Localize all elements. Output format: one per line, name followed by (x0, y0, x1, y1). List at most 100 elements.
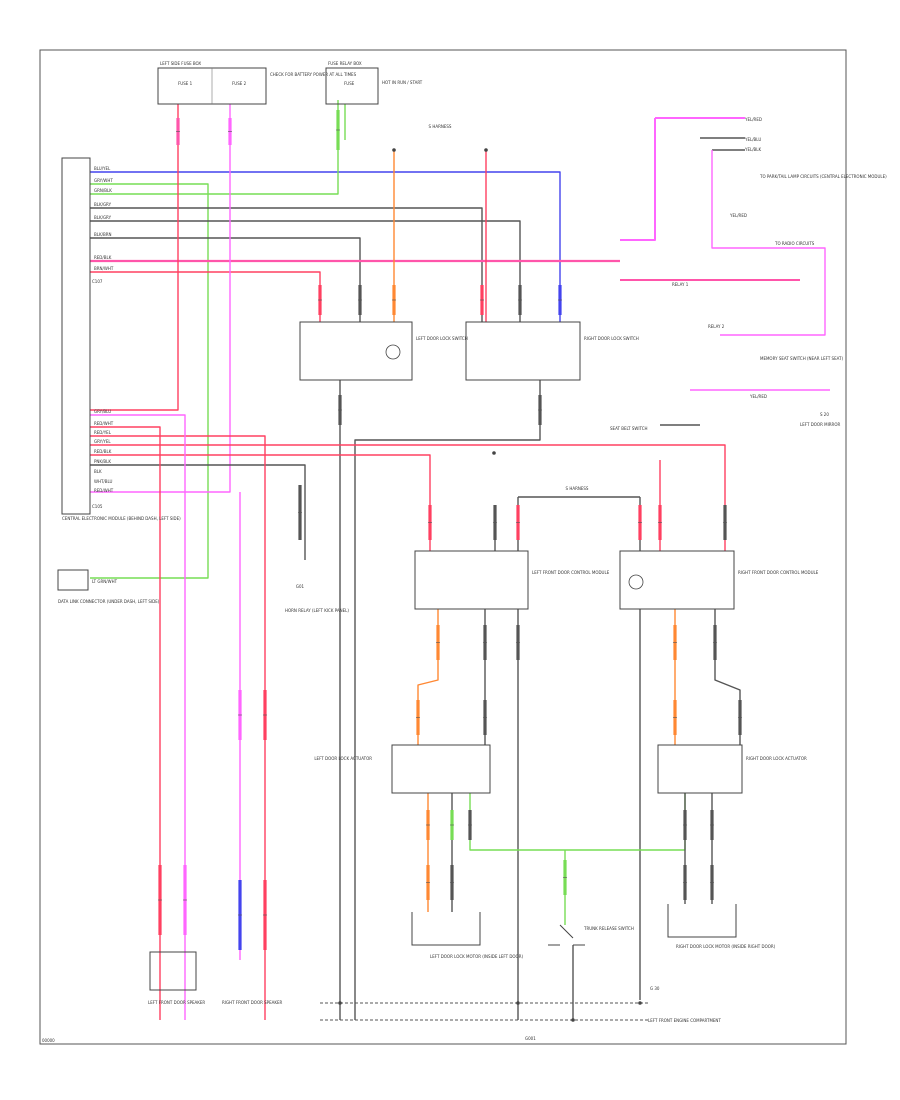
central-module (61, 157, 91, 515)
right-top-wire-1: YEL/RED (744, 117, 762, 122)
right-lower-wire: YEL/RED (749, 394, 767, 399)
right-top-note: TO PARK/TAIL LAMP CIRCUITS (CENTRAL ELEC… (759, 174, 887, 179)
module-bottom-wire-label: RED/BLK (94, 449, 112, 454)
right-top-wire-3: YEL/BLK (744, 147, 762, 152)
wire-brn-wht (90, 271, 321, 322)
module-bottom-wire-label: RED/WHT (94, 488, 114, 493)
right-top-wire-2: YEL/BLU (744, 137, 761, 142)
splice-label-top: S HARNESS (429, 124, 452, 129)
wire-blu-yel (90, 171, 561, 322)
left-door-switch-label: LEFT DOOR LOCK SWITCH (416, 336, 468, 341)
module-bottom-wire-label: GRY/BLU (94, 409, 111, 414)
wire-layer (90, 100, 830, 1022)
trunk-switch-label: TRUNK RELEASE SWITCH (583, 926, 634, 931)
label-layer: LEFT SIDE FUSE BOX FUSE 1 FUSE 2 CHECK FOR … (42, 61, 887, 1043)
module-lamp-icon (628, 574, 644, 590)
module-bottom-wire-label: WHT/BLU (94, 479, 113, 484)
left-door-lock-motor (411, 912, 481, 946)
memory-switch-note: MEMORY SEAT SWITCH (NEAR LEFT SEAT) (760, 356, 843, 361)
footer-center: G001 (525, 1036, 536, 1041)
module-bottom-wire-label: GRY/YEL (94, 439, 111, 444)
module-top-wire-label: RED/BLK (94, 255, 112, 260)
splice-top-left (392, 148, 396, 152)
right-speaker-label: RIGHT FRONT DOOR SPEAKER (222, 1000, 283, 1005)
left-motor-label: LEFT DOOR LOCK MOTOR (INSIDE LEFT DOOR) (430, 954, 523, 959)
left-door-control-module (414, 550, 529, 610)
right-door-switch-label: RIGHT DOOR LOCK SWITCH (584, 336, 639, 341)
module-bottom-wire-label: RED/WHT (94, 421, 114, 426)
wire-red-blk-door (90, 454, 431, 551)
wire-right-switch-ground (354, 380, 541, 1020)
ground-splice-4 (571, 1018, 575, 1022)
right-door-lock-motor (667, 904, 737, 938)
fuse-left-2: FUSE 2 (232, 81, 247, 86)
wire-left-actuator-1 (417, 609, 439, 745)
diagram-frame (39, 49, 847, 1045)
horn-caption: HORN RELAY (LEFT KICK PANEL) (285, 608, 349, 613)
ground-splice-3 (638, 1001, 642, 1005)
wire-fuse-1 (90, 104, 179, 411)
fuse-box-right-label: FUSE RELAY BOX (328, 61, 362, 66)
wire-right-actuator-2 (714, 609, 741, 745)
seat-belt-label: SEAT BELT SWITCH (610, 426, 648, 431)
left-speaker-label: LEFT FRONT DOOR SPEAKER (148, 1000, 205, 1005)
fuse-left-1: FUSE 1 (178, 81, 193, 86)
fuse-left-note: CHECK FOR BATTERY POWER AT ALL TIMES (270, 72, 357, 77)
ground-code: G 30 (650, 986, 660, 991)
module-top-wire-label: BRN/WHT (94, 266, 114, 271)
wire-gry-wht (90, 183, 209, 579)
left-lock-label: LEFT DOOR LOCK ACTUATOR (314, 756, 372, 761)
left-door-module-label: LEFT FRONT DOOR CONTROL MODULE (532, 570, 610, 575)
switch-lamp-icon (385, 344, 401, 360)
relay-1-label: RELAY 1 (672, 282, 689, 287)
fuse-right-1: FUSE (344, 81, 355, 86)
left-door-lock-switch (299, 321, 413, 381)
relay-2-label: RELAY 2 (708, 324, 725, 329)
data-link-connector (57, 569, 89, 591)
wire-grn-blk (90, 100, 339, 195)
right-door-lock-switch (465, 321, 581, 381)
wire-blk-gry-1 (90, 207, 483, 322)
splice-label-mid: S HARNESS (566, 486, 589, 491)
module-top-wire-label: BLK/GRY (94, 215, 112, 220)
wire-gry-blu (90, 414, 186, 1020)
data-link-caption: DATA LINK CONNECTOR (UNDER DASH, LEFT SI… (58, 599, 160, 604)
horn-wire-label: G01 (296, 584, 305, 589)
fuse-box-right (325, 67, 379, 105)
module-top-foot: C107 (92, 279, 103, 284)
right-lock-label: RIGHT DOOR LOCK ACTUATOR (746, 756, 807, 761)
ground-splice-2 (516, 1001, 520, 1005)
component-layer (39, 49, 847, 1045)
module-bottom-wire-label: RED/YEL (94, 430, 112, 435)
wire-pnk-blk (90, 464, 306, 560)
ground-caption: LEFT FRONT ENGINE COMPARTMENT (648, 1018, 721, 1023)
switch-code-label: S 20 (820, 412, 829, 417)
ground-splice-1 (338, 1001, 342, 1005)
right-mid-wire: YEL/RED (729, 213, 747, 218)
module-bottom-wire-label: PNK/BLK (94, 459, 111, 464)
wire-actuator-link (469, 793, 686, 851)
module-top-wire-label: GRN/BLK (94, 188, 112, 193)
splice-mid (492, 451, 496, 455)
left-front-speaker (149, 951, 197, 991)
splice-top-right (484, 148, 488, 152)
module-top-wire-label: BLK/GRY (94, 202, 112, 207)
module-bottom-wire-label: BLK (94, 469, 102, 474)
module-bottom-foot: C105 (92, 504, 103, 509)
wire-fuse-2 (90, 104, 231, 493)
wire-red-yel (90, 435, 266, 1020)
right-door-module-label: RIGHT FRONT DOOR CONTROL MODULE (738, 570, 819, 575)
right-door-control-module (619, 550, 735, 610)
right-motor-label: RIGHT DOOR LOCK MOTOR (INSIDE RIGHT DOOR… (676, 944, 776, 949)
trunk-release-switch (548, 924, 585, 946)
module-top-wire-label: BLK/BRN (94, 232, 111, 237)
right-lower-note: LEFT DOOR MIRROR (800, 422, 840, 427)
module-top-wire-label: BLU/YEL (94, 166, 111, 171)
left-door-lock-actuator (391, 744, 491, 794)
module-caption: CENTRAL ELECTRONIC MODULE (BEHIND DASH, … (62, 516, 181, 521)
fuse-box-left-label: LEFT SIDE FUSE BOX (160, 61, 201, 66)
fuse-right-note: HOT IN RUN / START (382, 80, 423, 85)
wire-relay-feed (620, 118, 656, 241)
footer-left: 00000 (42, 1038, 55, 1043)
module-top-wire-label: GRY/WHT (94, 178, 113, 183)
